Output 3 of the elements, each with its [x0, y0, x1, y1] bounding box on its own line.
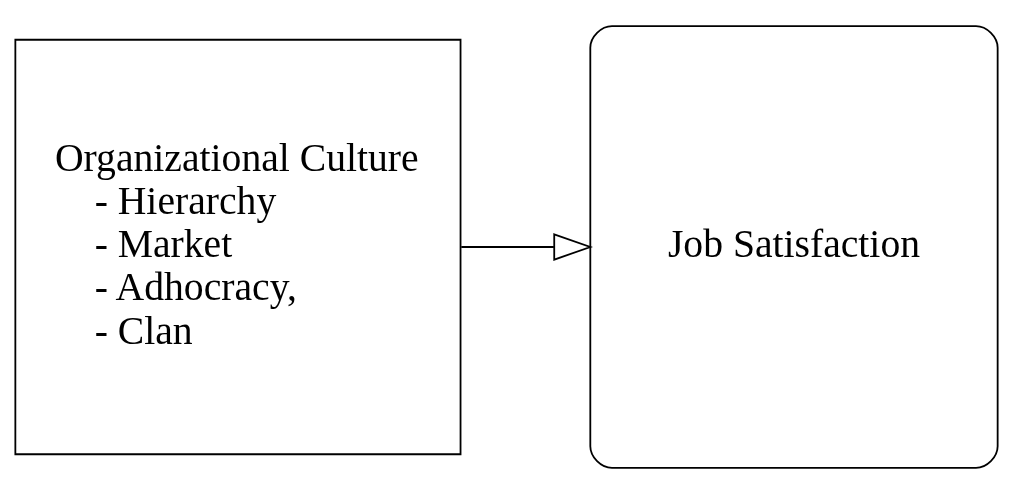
node-box: Organizational Culture - Hierarchy - Market - Adhocracy, - Clan	[14, 38, 462, 455]
arrow	[460, 232, 593, 261]
node-box: Job Satisfaction	[589, 24, 999, 469]
